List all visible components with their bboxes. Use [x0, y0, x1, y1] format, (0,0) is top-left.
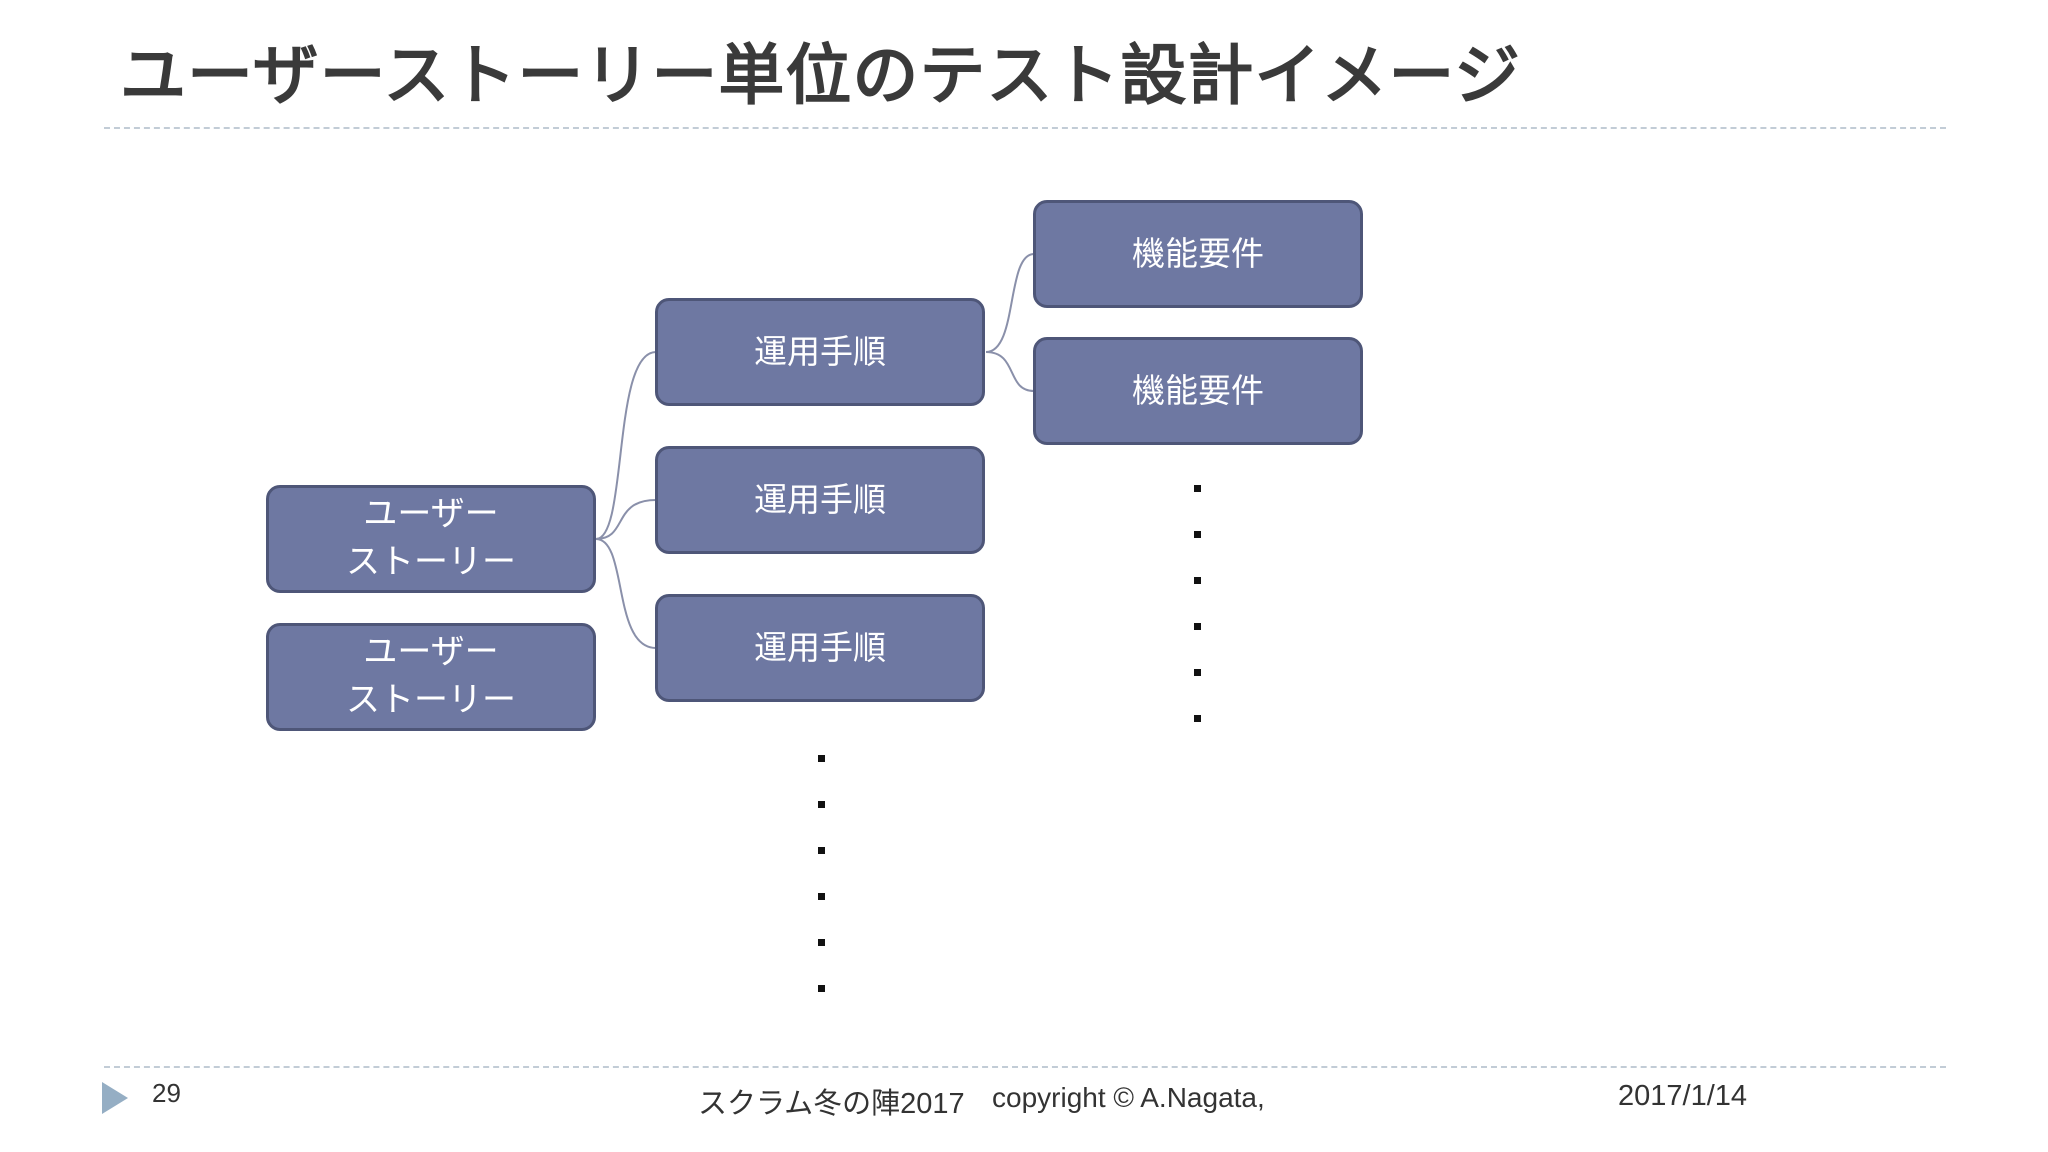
ellipsis-dot [818, 985, 825, 992]
connector-procedure-to-requirement-2 [985, 351, 1035, 392]
ellipsis-dot [1194, 715, 1201, 722]
title-divider [104, 127, 1946, 129]
event-name: スクラム冬の陣2017 [698, 1088, 965, 1120]
requirement-continuation-dots [1194, 485, 1204, 725]
ellipsis-dot [818, 801, 825, 808]
connector-procedure-to-requirement-1 [985, 253, 1035, 353]
requirement-label: 機能要件 [1132, 233, 1264, 273]
triangle-right-icon [102, 1082, 128, 1114]
procedure-box-2: 運用手順 [655, 446, 985, 554]
procedure-label: 運用手順 [754, 331, 886, 371]
footer-divider [104, 1066, 1946, 1068]
ellipsis-dot [818, 939, 825, 946]
user-story-box-1: ユーザー ストーリー [266, 485, 596, 593]
connector-story-to-procedure-2 [595, 499, 657, 540]
ellipsis-dot [1194, 531, 1201, 538]
ellipsis-dot [1194, 669, 1201, 676]
procedure-box-3: 運用手順 [655, 594, 985, 702]
ellipsis-dot [1194, 623, 1201, 630]
ellipsis-dot [1194, 577, 1201, 584]
user-story-label-line2: ストーリー [346, 680, 516, 720]
procedure-continuation-dots [818, 755, 828, 1005]
ellipsis-dot [818, 847, 825, 854]
procedure-box-1: 運用手順 [655, 298, 985, 406]
slide-title: ユーザーストーリー単位のテスト設計イメージ [120, 36, 1522, 114]
requirement-box-2: 機能要件 [1033, 337, 1363, 445]
ellipsis-dot [818, 755, 825, 762]
procedure-label: 運用手順 [754, 627, 886, 667]
requirement-label: 機能要件 [1132, 370, 1264, 410]
connector-story-to-procedure-3 [595, 538, 657, 649]
user-story-label-line1: ユーザー [363, 632, 499, 673]
procedure-label: 運用手順 [754, 479, 886, 519]
ellipsis-dot [1194, 485, 1201, 492]
user-story-label-line2: ストーリー [346, 542, 516, 582]
user-story-label-line1: ユーザー [363, 494, 499, 535]
user-story-box-2: ユーザー ストーリー [266, 623, 596, 731]
requirement-box-1: 機能要件 [1033, 200, 1363, 308]
connector-story-to-procedure-1 [595, 351, 657, 540]
ellipsis-dot [818, 893, 825, 900]
slide-date: 2017/1/14 [1618, 1080, 1748, 1112]
copyright-notice: copyright © A.Nagata, [992, 1082, 1265, 1113]
page-number: 29 [152, 1078, 181, 1108]
